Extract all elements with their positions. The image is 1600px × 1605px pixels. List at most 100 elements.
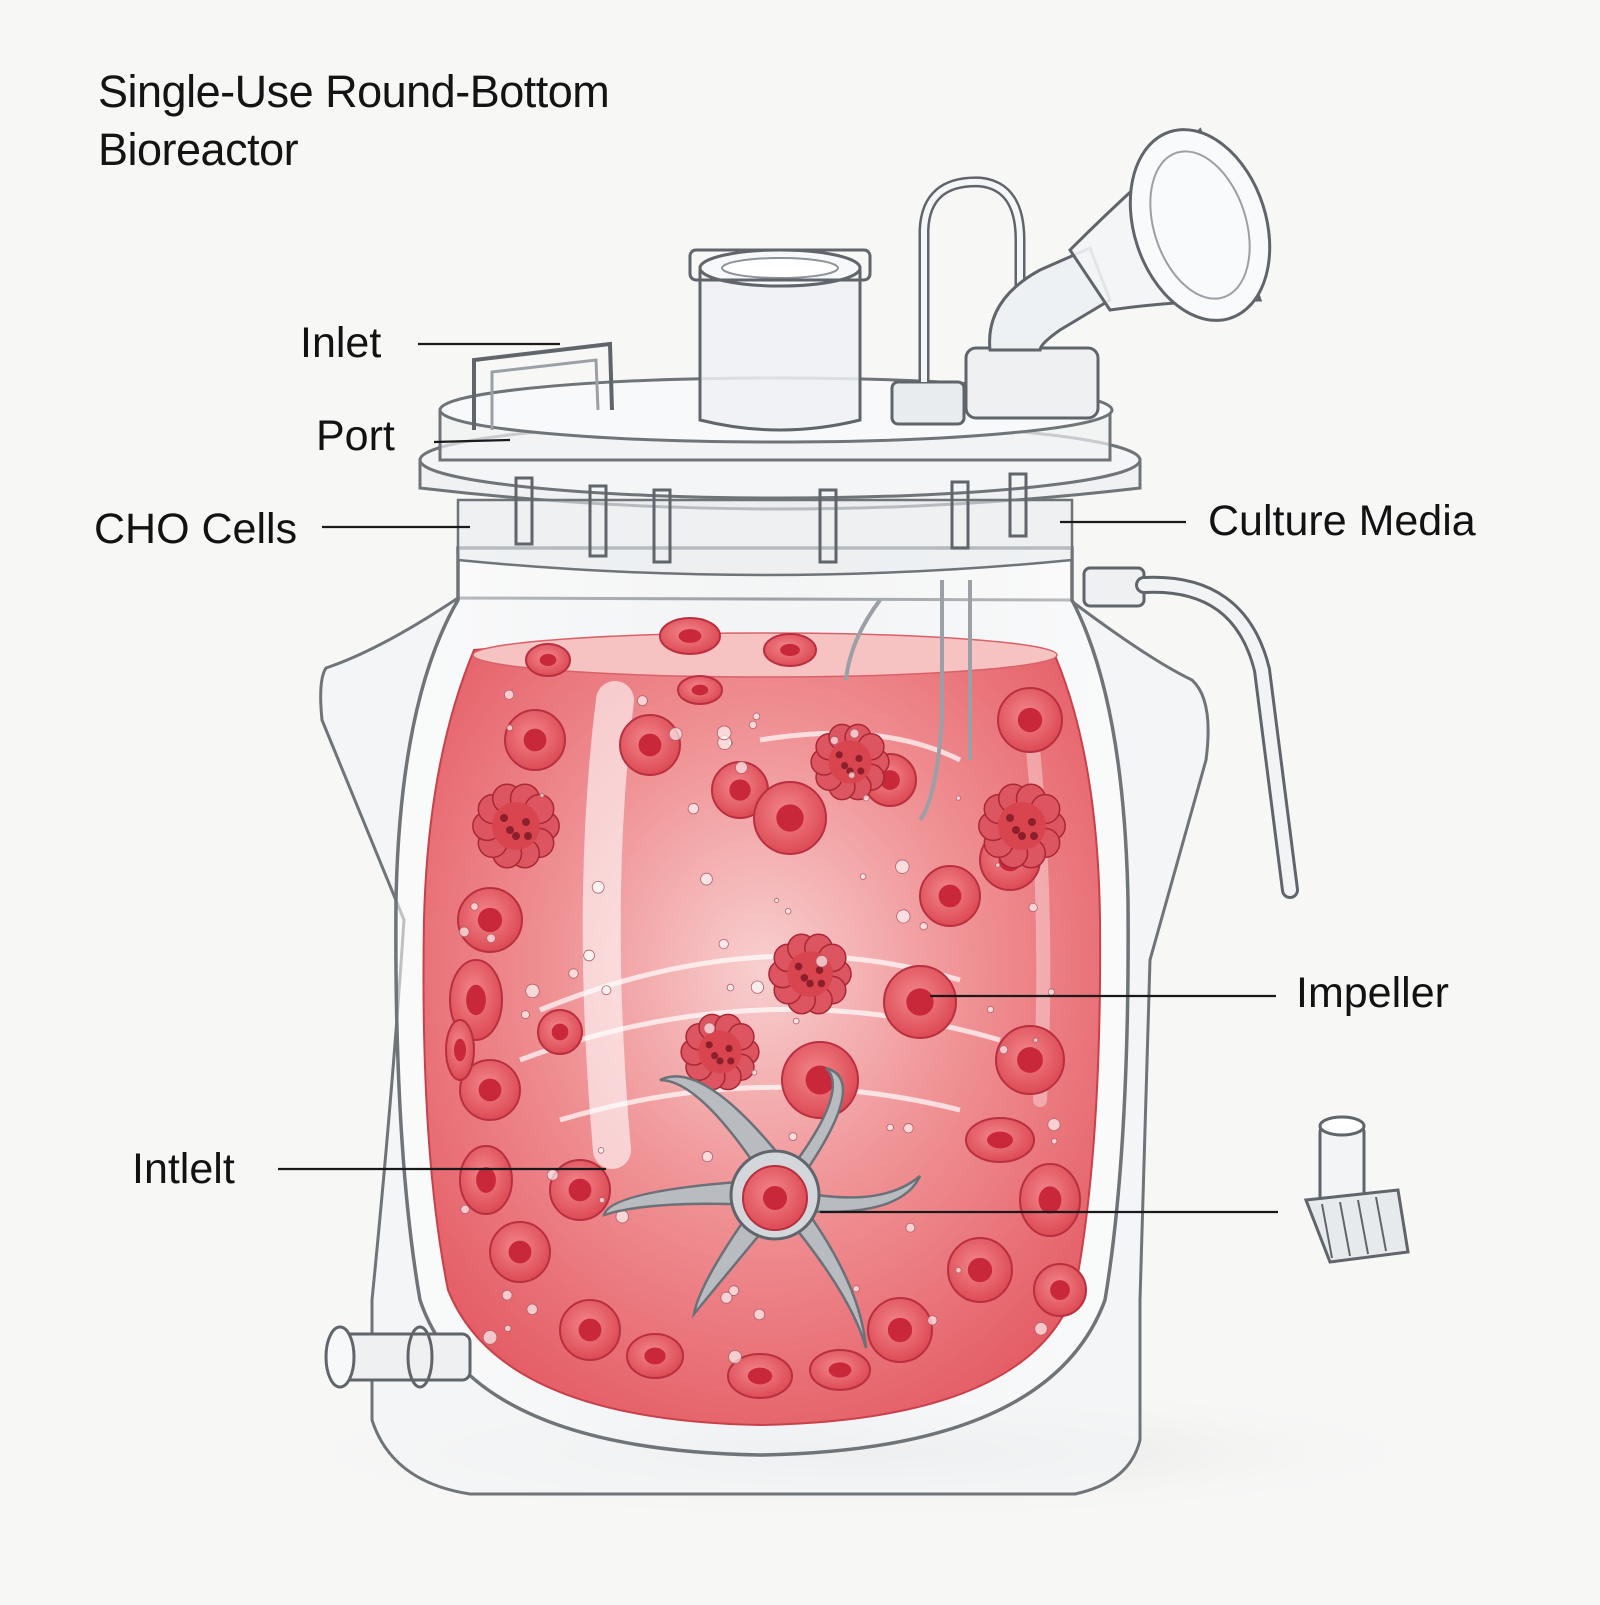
label-inlet: Inlet xyxy=(300,319,382,367)
lid-handle xyxy=(472,341,614,430)
red-cell xyxy=(995,1025,1065,1095)
red-cell xyxy=(919,865,981,927)
air-bubble xyxy=(1051,1138,1058,1145)
air-bubble xyxy=(728,1350,742,1364)
air-bubble xyxy=(849,728,860,739)
air-bubble xyxy=(1033,1037,1039,1043)
red-cell xyxy=(459,1059,521,1121)
leader-lines xyxy=(278,342,1278,1214)
air-bubble xyxy=(526,1303,538,1315)
air-bubble xyxy=(601,985,612,996)
red-cell xyxy=(1019,1163,1081,1237)
central-port xyxy=(688,248,872,432)
air-bubble xyxy=(852,1285,860,1293)
cell-cluster xyxy=(978,783,1066,869)
air-bubble xyxy=(1028,902,1038,913)
dip-tubes xyxy=(844,580,972,822)
air-bubble xyxy=(700,872,713,886)
air-bubble xyxy=(815,955,828,968)
label-intlelt: Intlelt xyxy=(132,1145,235,1193)
red-cell xyxy=(677,675,723,705)
leader-port xyxy=(433,438,511,444)
red-cell xyxy=(549,1159,611,1221)
red-cell xyxy=(504,709,566,771)
impeller-blade xyxy=(602,1178,767,1217)
red-cell xyxy=(763,633,817,667)
cell-cluster xyxy=(810,723,890,801)
air-bubble xyxy=(774,897,780,903)
label-cho-cells: CHO Cells xyxy=(94,505,298,553)
air-bubble xyxy=(583,949,595,962)
label-port: Port xyxy=(316,412,395,460)
air-bubble xyxy=(788,1132,798,1141)
red-cell xyxy=(753,781,827,855)
air-bubble xyxy=(896,909,911,924)
air-bubble xyxy=(726,983,735,992)
air-bubble xyxy=(598,1197,606,1204)
air-bubble xyxy=(886,1123,894,1132)
air-bubble xyxy=(470,902,479,911)
cell-cluster xyxy=(680,1013,760,1091)
title-line-1: Single-Use Round-Bottom xyxy=(98,66,610,117)
air-bubble xyxy=(486,933,496,944)
air-bubble xyxy=(751,1069,758,1076)
air-bubble xyxy=(668,727,683,741)
air-bubble xyxy=(458,926,470,938)
air-bubble xyxy=(568,968,579,979)
air-bubble xyxy=(785,908,792,915)
air-bubble xyxy=(504,1324,512,1332)
red-cell xyxy=(965,1117,1035,1163)
red-cell xyxy=(809,1349,871,1391)
red-cell xyxy=(559,1299,621,1361)
red-cell xyxy=(626,1333,684,1379)
funnel-assembly xyxy=(964,127,1272,420)
red-cell xyxy=(711,761,769,819)
air-bubble xyxy=(525,983,540,999)
air-bubble xyxy=(792,1017,800,1025)
air-bubble xyxy=(859,873,867,880)
red-cell xyxy=(867,1297,933,1363)
air-bubble xyxy=(687,803,700,815)
red-cell xyxy=(537,1009,583,1055)
air-bubble xyxy=(955,1267,962,1274)
drain-port xyxy=(324,1325,472,1389)
impeller-blade xyxy=(788,1066,845,1182)
air-bubble xyxy=(829,736,839,745)
air-bubble xyxy=(716,725,732,741)
impeller xyxy=(602,1066,922,1349)
air-bubble xyxy=(986,1005,995,1014)
cell-cluster xyxy=(472,783,560,869)
air-bubble xyxy=(597,1147,605,1154)
air-bubble xyxy=(637,695,648,707)
air-bubble xyxy=(903,1123,914,1134)
red-cell xyxy=(489,1221,551,1283)
red-cell xyxy=(781,1041,859,1119)
side-outlet-tube xyxy=(1082,566,1299,899)
air-bubble xyxy=(752,712,761,721)
air-bubble xyxy=(503,689,515,700)
red-cell xyxy=(445,1019,475,1081)
air-bubble xyxy=(506,724,514,732)
red-cell xyxy=(619,714,681,776)
red-cell xyxy=(997,687,1063,753)
air-bubble xyxy=(955,795,961,801)
air-bubble xyxy=(718,938,729,950)
tube-connector xyxy=(890,176,1026,426)
air-bubble xyxy=(862,794,870,802)
title-line-2: Bioreactor xyxy=(98,124,299,175)
air-bubble xyxy=(927,1315,938,1326)
red-cell xyxy=(947,1237,1013,1303)
air-bubble xyxy=(753,1308,766,1321)
red-cell xyxy=(459,1145,513,1215)
air-bubble xyxy=(748,720,758,730)
air-bubble xyxy=(995,862,1001,868)
red-cell xyxy=(883,965,957,1039)
air-bubble xyxy=(591,880,605,894)
air-bubble xyxy=(720,1291,733,1304)
air-bubble xyxy=(905,1222,916,1233)
label-impeller: Impeller xyxy=(1296,969,1449,1017)
air-bubble xyxy=(1034,1322,1048,1336)
red-cell xyxy=(727,1353,793,1399)
